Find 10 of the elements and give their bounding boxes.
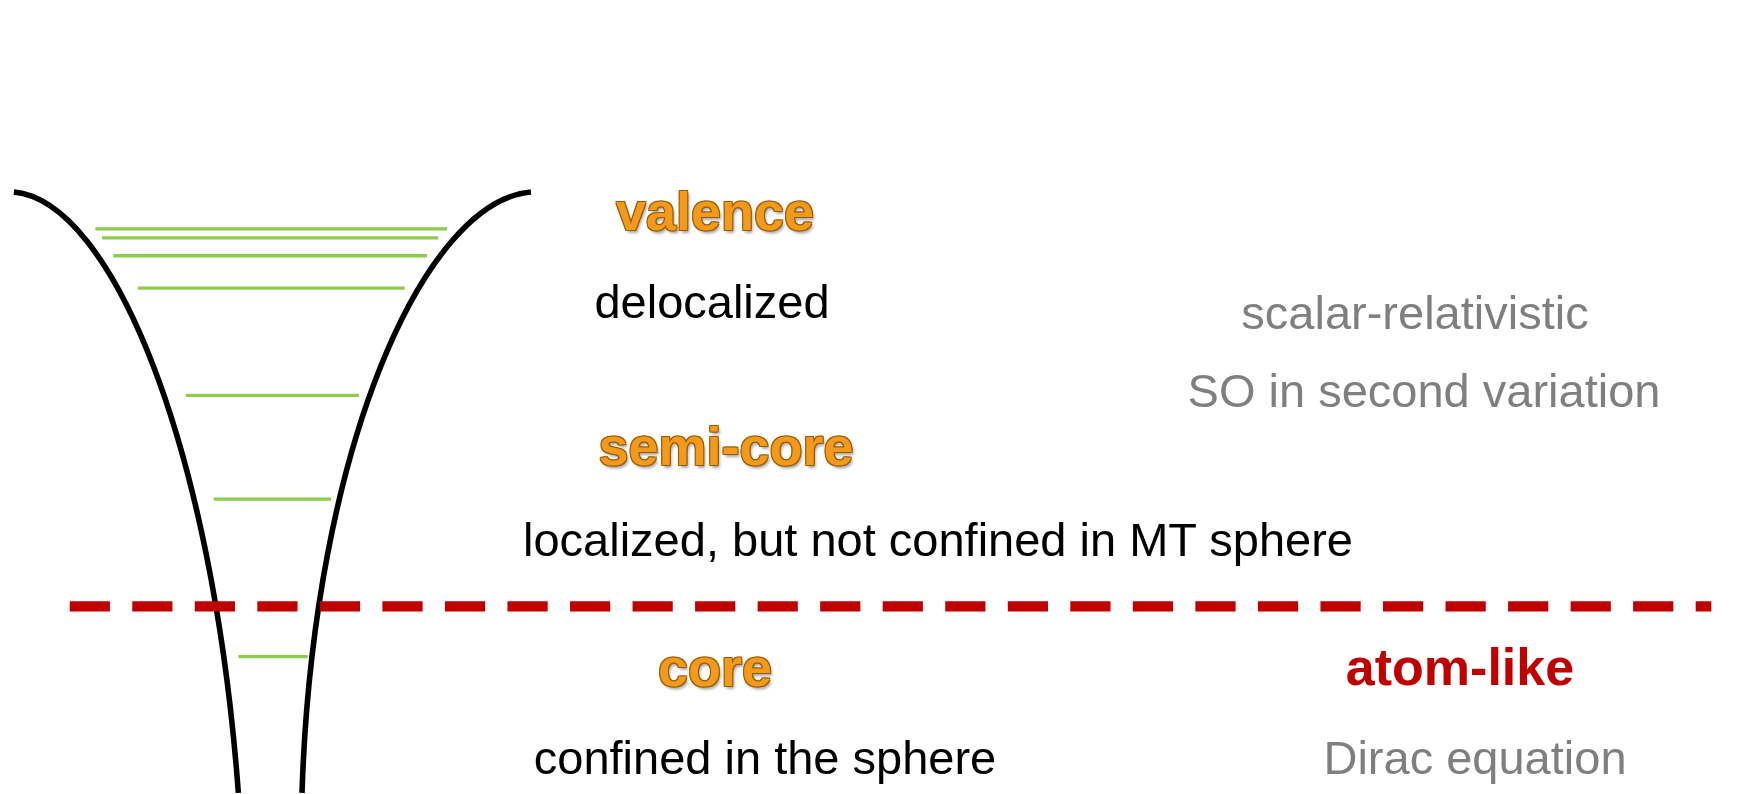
treatment-label: atom-like <box>1345 639 1575 697</box>
method-text: scalar-relativistic <box>1241 287 1589 339</box>
description-text: delocalized <box>594 276 830 328</box>
energy-level-label: core <box>657 638 773 698</box>
description-text: localized, but not confined in MT sphere <box>523 514 1353 566</box>
method-text: Dirac equation <box>1323 732 1627 784</box>
energy-level-label: semi-core <box>598 417 854 477</box>
method-text: SO in second variation <box>1187 365 1661 417</box>
energy-level-label: valence <box>615 182 815 242</box>
description-text: confined in the sphere <box>533 732 997 784</box>
